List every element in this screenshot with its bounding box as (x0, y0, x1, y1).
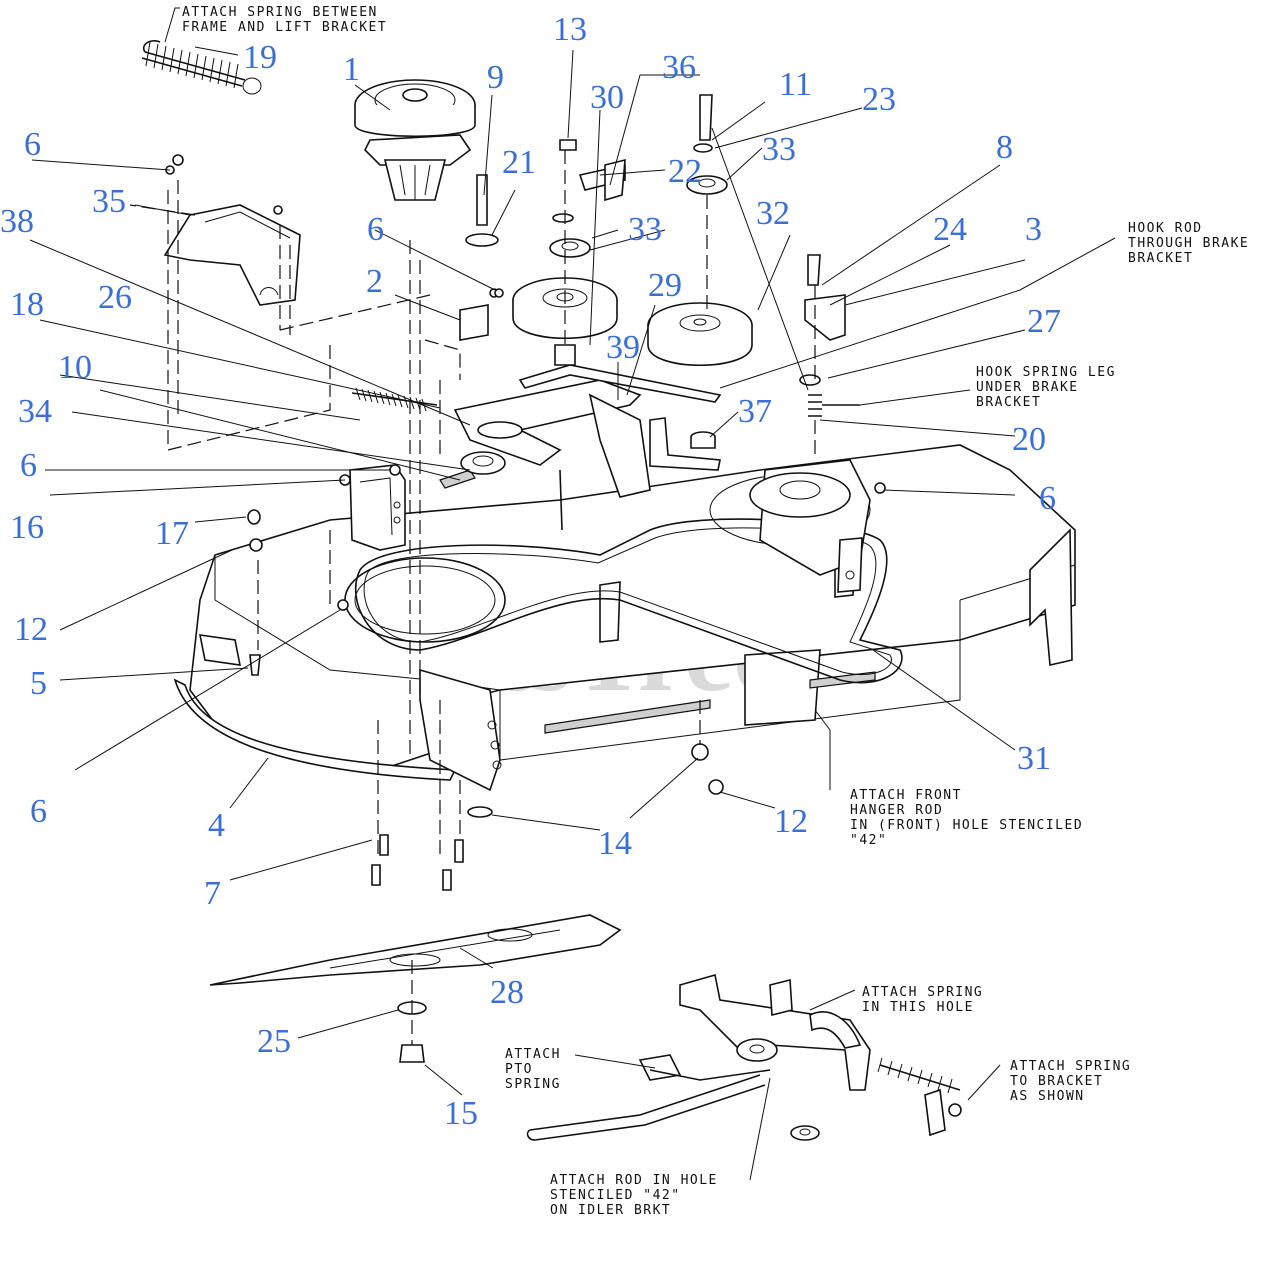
callout-36: 36 (662, 49, 696, 86)
note-rod-hole-line2: STENCILED "42" (550, 1188, 681, 1203)
callout-9: 9 (487, 59, 504, 96)
idler-pulley-32 (647, 302, 753, 366)
callout-11: 11 (779, 66, 812, 103)
callout-6-bottom: 6 (30, 793, 47, 830)
callout-33-top: 33 (762, 131, 796, 168)
callout-13: 13 (553, 11, 587, 48)
spindle-assembly-1 (354, 79, 476, 201)
callout-28: 28 (490, 974, 524, 1011)
note-spring-hole-line2: IN THIS HOLE (862, 1000, 974, 1015)
note-rod-hole-line3: ON IDLER BRKT (550, 1203, 671, 1218)
callout-6-top-left: 6 (24, 126, 41, 163)
callout-7: 7 (204, 875, 221, 912)
callout-32: 32 (756, 195, 790, 232)
leader-lines (29, 7, 1116, 1181)
callout-12-right: 12 (774, 803, 808, 840)
spring-18 (351, 387, 438, 412)
callout-14: 14 (598, 825, 632, 862)
callout-numbers: 1 2 3 4 5 6 6 6 6 6 7 8 9 10 11 12 12 13… (0, 11, 1061, 1132)
callout-19: 19 (243, 39, 277, 76)
callout-6-right: 6 (1039, 480, 1056, 517)
blade-28 (209, 914, 622, 986)
callout-4: 4 (208, 807, 225, 844)
note-spring-frame-line2: FRAME AND LIFT BRACKET (182, 20, 387, 35)
note-hook-spring-line2: UNDER BRAKE (976, 380, 1079, 395)
deck-shell (173, 444, 1076, 792)
callout-6-left: 6 (20, 447, 37, 484)
callout-29: 29 (648, 267, 682, 304)
callout-5: 5 (30, 665, 47, 702)
note-pto-spring-line2: PTO (505, 1062, 533, 1077)
callout-34: 34 (18, 393, 52, 430)
note-pto-spring-line3: SPRING (505, 1077, 561, 1092)
callout-17: 17 (155, 515, 189, 552)
bearings-33 (549, 175, 728, 258)
note-pto-spring-line1: ATTACH (505, 1047, 561, 1062)
callout-33-middle: 33 (628, 211, 662, 248)
callout-18: 18 (10, 286, 44, 323)
callout-31: 31 (1017, 740, 1051, 777)
note-rod-hole-line1: ATTACH ROD IN HOLE (550, 1173, 718, 1188)
callout-37: 37 (738, 393, 772, 430)
callout-12-left: 12 (14, 611, 48, 648)
callout-23: 23 (862, 81, 896, 118)
callout-27: 27 (1027, 303, 1061, 340)
callout-1: 1 (343, 51, 360, 88)
idler-arm-assembly (453, 364, 722, 531)
note-hook-spring-line1: HOOK SPRING LEG (976, 365, 1116, 380)
callout-2: 2 (366, 263, 383, 300)
note-hook-spring-line3: BRACKET (976, 395, 1041, 410)
callout-25: 25 (257, 1023, 291, 1060)
spring-19 (141, 40, 262, 95)
assembly-notes: ATTACH SPRING BETWEEN FRAME AND LIFT BRA… (182, 5, 1249, 1218)
deck-belt (354, 518, 903, 684)
note-spring-bracket-line2: TO BRACKET (1010, 1074, 1103, 1089)
callout-24: 24 (933, 211, 967, 248)
note-front-hanger-line1: ATTACH FRONT (850, 788, 962, 803)
note-spring-hole-line1: ATTACH SPRING (862, 985, 983, 1000)
callout-16: 16 (10, 509, 44, 546)
note-hook-rod-line3: BRACKET (1128, 251, 1193, 266)
pto-linkage-inset (526, 973, 962, 1141)
note-spring-frame-line1: ATTACH SPRING BETWEEN (182, 5, 378, 20)
assembly-dashed-lines (129, 150, 816, 1045)
note-hook-rod-line1: HOOK ROD (1128, 221, 1203, 236)
hardware-bolts-nuts (165, 94, 886, 1063)
note-spring-bracket-line3: AS SHOWN (1010, 1089, 1085, 1104)
deck-right-spindle (749, 459, 871, 593)
callout-10: 10 (58, 349, 92, 386)
callout-30: 30 (590, 79, 624, 116)
callout-20: 20 (1012, 421, 1046, 458)
callout-35: 35 (92, 183, 126, 220)
note-hook-rod-line2: THROUGH BRAKE (1128, 236, 1249, 251)
note-front-hanger-line3: IN (FRONT) HOLE STENCILED (850, 818, 1083, 833)
callout-26: 26 (98, 279, 132, 316)
callout-39: 39 (606, 329, 640, 366)
callout-3: 3 (1025, 211, 1042, 248)
note-spring-bracket-line1: ATTACH SPRING (1010, 1059, 1131, 1074)
note-front-hanger-line4: "42" (850, 833, 887, 848)
callout-22: 22 (668, 153, 702, 190)
note-front-hanger-line2: HANGER ROD (850, 803, 943, 818)
bracket-35 (163, 204, 301, 306)
callout-21: 21 (502, 144, 536, 181)
callout-8: 8 (996, 129, 1013, 166)
idler-bearing (460, 451, 506, 475)
callout-38: 38 (0, 203, 34, 240)
callout-15: 15 (444, 1095, 478, 1132)
callout-6-center: 6 (367, 211, 384, 248)
